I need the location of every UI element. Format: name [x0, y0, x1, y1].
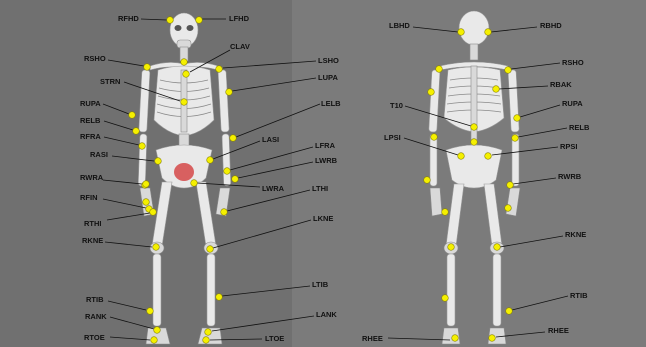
- marker-dot: [207, 157, 214, 164]
- label-lfhd: LFHD: [229, 14, 250, 23]
- label-lbhd: LBHD: [389, 21, 410, 30]
- label-lsho: LSHO: [318, 56, 339, 65]
- label-lank: LANK: [316, 310, 337, 319]
- label-rfra: RFRA: [80, 132, 101, 141]
- marker-dot: [485, 29, 492, 36]
- marker-dot: [147, 308, 154, 315]
- front-panel-bg: [0, 0, 292, 347]
- label-ltib: LTIB: [312, 280, 329, 289]
- marker-dot: [505, 67, 512, 74]
- marker-dot: [144, 64, 151, 71]
- marker-dot: [129, 112, 136, 119]
- marker-dot: [150, 209, 157, 216]
- label-lwra: LWRA: [262, 184, 285, 193]
- label-lthi: LTHI: [312, 184, 328, 193]
- label-relb-back: RELB: [569, 123, 590, 132]
- label-t10: T10: [390, 101, 403, 110]
- marker-dot: [181, 99, 188, 106]
- marker-dot: [428, 89, 435, 96]
- label-rasi: RASI: [90, 150, 108, 159]
- label-rwra: RWRA: [80, 173, 104, 182]
- label-rhee: RHEE: [548, 326, 569, 335]
- marker-dot: [431, 134, 438, 141]
- label-rtib-back: RTIB: [570, 291, 588, 300]
- marker-dot: [230, 135, 237, 142]
- marker-dot: [183, 71, 190, 78]
- label-rhee-left: RHEE: [362, 334, 383, 343]
- marker-dot: [167, 17, 174, 24]
- label-clav: CLAV: [230, 42, 250, 51]
- label-rupa-back: RUPA: [562, 99, 583, 108]
- label-rfin: RFIN: [80, 193, 98, 202]
- label-lelb: LELB: [321, 99, 341, 108]
- marker-dot: [191, 180, 198, 187]
- marker-dot: [505, 205, 512, 212]
- marker-dot: [196, 17, 203, 24]
- marker-dot: [436, 66, 443, 73]
- label-rfhd: RFHD: [118, 14, 139, 23]
- marker-dot: [493, 86, 500, 93]
- marker-dot: [221, 209, 228, 216]
- label-rbhd: RBHD: [540, 21, 562, 30]
- label-rtib: RTIB: [86, 295, 104, 304]
- marker-dot: [154, 327, 161, 334]
- label-rkne: RKNE: [82, 236, 103, 245]
- marker-dot: [205, 329, 212, 336]
- marker-dot: [139, 143, 146, 150]
- marker-dot: [203, 337, 210, 344]
- marker-dot: [143, 181, 150, 188]
- label-lupa: LUPA: [318, 73, 338, 82]
- marker-dot: [216, 294, 223, 301]
- label-lwrb: LWRB: [315, 156, 338, 165]
- marker-dot: [458, 153, 465, 160]
- marker-dot: [424, 177, 431, 184]
- marker-dot: [143, 199, 150, 206]
- label-rtoe: RTOE: [84, 333, 105, 342]
- label-rsho-back: RSHO: [562, 58, 584, 67]
- label-rthi: RTHI: [84, 219, 102, 228]
- marker-dot: [442, 295, 449, 302]
- marker-dot: [232, 176, 239, 183]
- marker-dot: [224, 168, 231, 175]
- marker-dot: [507, 182, 514, 189]
- label-rwrb: RWRB: [558, 172, 582, 181]
- marker-dot: [506, 308, 513, 315]
- marker-dot: [489, 335, 496, 342]
- label-rkne-back: RKNE: [565, 230, 586, 239]
- marker-dot: [442, 209, 449, 216]
- label-rsho: RSHO: [84, 54, 106, 63]
- marker-dot: [514, 115, 521, 122]
- marker-dot: [485, 153, 492, 160]
- marker-dot: [494, 244, 501, 251]
- marker-dot: [448, 244, 455, 251]
- label-relb: RELB: [80, 116, 101, 125]
- marker-dot: [155, 158, 162, 165]
- marker-dot: [458, 29, 465, 36]
- marker-dot: [512, 135, 519, 142]
- marker-dot: [153, 244, 160, 251]
- label-rupa: RUPA: [80, 99, 101, 108]
- label-ltoe: LTOE: [265, 334, 284, 343]
- marker-dot: [226, 89, 233, 96]
- label-lpsi: LPSI: [384, 133, 401, 142]
- label-lfra: LFRA: [315, 141, 336, 150]
- label-rpsi: RPSI: [560, 142, 578, 151]
- label-rank: RANK: [85, 312, 107, 321]
- marker-dot: [471, 139, 478, 146]
- marker-dot: [133, 128, 140, 135]
- label-rbak: RBAK: [550, 80, 572, 89]
- label-lkne: LKNE: [313, 214, 333, 223]
- marker-dot: [471, 124, 478, 131]
- label-strn: STRN: [100, 77, 120, 86]
- marker-dot: [151, 337, 158, 344]
- marker-dot: [207, 246, 214, 253]
- marker-dot: [181, 59, 188, 66]
- marker-dot: [452, 335, 459, 342]
- marker-dot: [216, 66, 223, 73]
- label-lasi: LASI: [262, 135, 279, 144]
